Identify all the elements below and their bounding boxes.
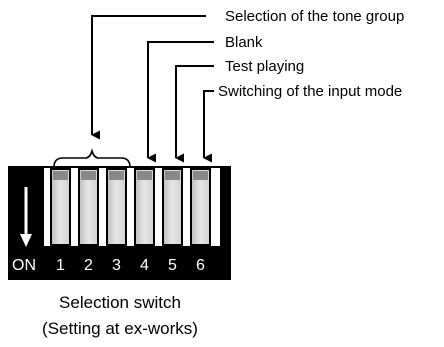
slot-1-lever bbox=[53, 171, 68, 180]
blank-leader bbox=[147, 41, 214, 163]
position-2: 2 bbox=[84, 257, 93, 274]
switch-slots bbox=[50, 168, 211, 246]
slot-5-lever bbox=[165, 171, 180, 180]
label-tone-group: Selection of the tone group bbox=[225, 8, 404, 25]
caption-line-1: Selection switch bbox=[59, 293, 181, 312]
position-1: 1 bbox=[56, 257, 65, 274]
position-6: 6 bbox=[196, 257, 205, 274]
slot-6-lever bbox=[193, 171, 208, 180]
leader-lines bbox=[91, 15, 214, 163]
slot-3 bbox=[106, 168, 127, 246]
on-arrow-icon bbox=[20, 187, 32, 247]
position-4: 4 bbox=[140, 257, 149, 274]
slot-6 bbox=[190, 168, 211, 246]
label-blank: Blank bbox=[225, 34, 263, 51]
label-input-mode: Switching of the input mode bbox=[218, 83, 402, 100]
slot-4 bbox=[134, 168, 155, 246]
brace bbox=[53, 148, 131, 168]
slot-5 bbox=[162, 168, 183, 246]
on-label: ON bbox=[12, 257, 36, 274]
label-test-playing: Test playing bbox=[225, 58, 304, 75]
slot-2-lever bbox=[81, 171, 96, 180]
caption-line-2: (Setting at ex-works) bbox=[42, 319, 198, 338]
slot-3-lever bbox=[109, 171, 124, 180]
input-mode-leader bbox=[203, 90, 214, 163]
slot-1 bbox=[50, 168, 71, 246]
test-playing-leader bbox=[175, 65, 214, 163]
position-5: 5 bbox=[168, 257, 177, 274]
slot-2 bbox=[78, 168, 99, 246]
position-3: 3 bbox=[112, 257, 121, 274]
tone-group-leader bbox=[91, 15, 206, 140]
slot-4-lever bbox=[137, 171, 152, 180]
